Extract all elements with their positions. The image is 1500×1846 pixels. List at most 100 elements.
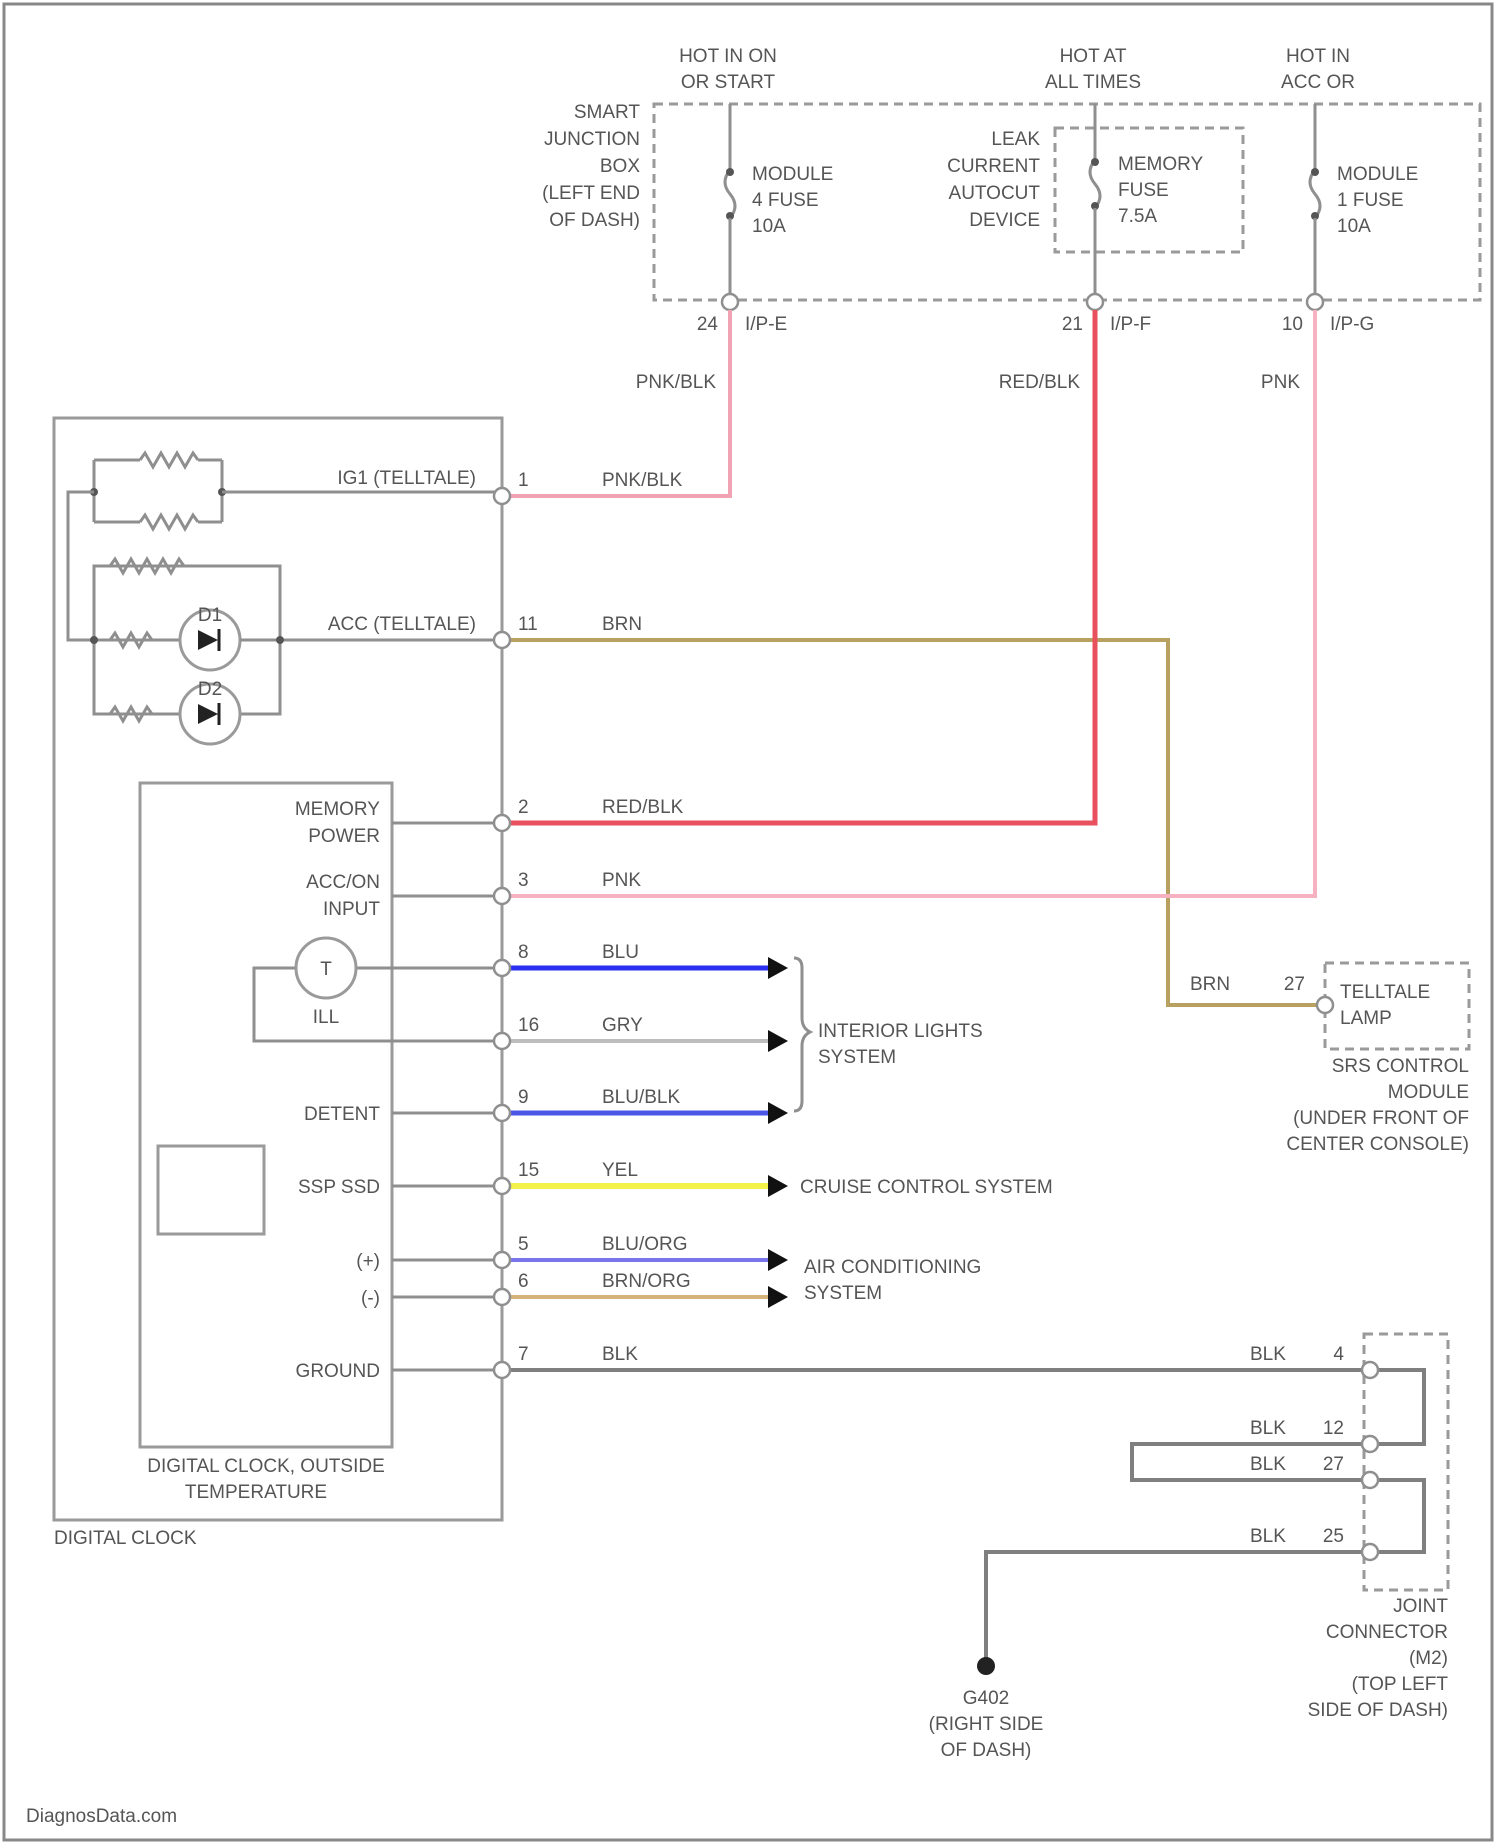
watermark: DiagnosData.com bbox=[26, 1806, 177, 1827]
fuse2-line2: FUSE bbox=[1118, 180, 1169, 201]
ac-label-1: AIR CONDITIONING bbox=[804, 1257, 981, 1278]
joint-pin-4 bbox=[1362, 1362, 1378, 1378]
col2-title-line2: ALL TIMES bbox=[1045, 72, 1141, 93]
memory-power-label-2: POWER bbox=[308, 826, 380, 847]
supply2-wire-label: RED/BLK bbox=[999, 372, 1081, 393]
conn3-name: I/P-G bbox=[1330, 314, 1374, 335]
telltale-lamp-label-1: TELLTALE bbox=[1340, 982, 1430, 1003]
acc-on-label-2: INPUT bbox=[323, 899, 380, 920]
clock-pin-number: 5 bbox=[518, 1234, 529, 1255]
lamp-label: T bbox=[320, 959, 332, 980]
clock-pin-wire-color: PNK bbox=[602, 870, 641, 891]
clock-pin-wire-color: BLU/BLK bbox=[602, 1087, 680, 1108]
supply3-wire-label: PNK bbox=[1261, 372, 1300, 393]
arrow-brn-org bbox=[768, 1286, 788, 1308]
joint-wire-color: BLK bbox=[1250, 1526, 1286, 1547]
joint-pin-12 bbox=[1362, 1436, 1378, 1452]
clock-pin-1 bbox=[494, 488, 510, 504]
minus-label: (-) bbox=[361, 1288, 380, 1309]
clock-pin-5 bbox=[494, 1252, 510, 1268]
interior-bracket bbox=[794, 958, 810, 1111]
joint-wiring bbox=[986, 1370, 1424, 1660]
col1-title-line1: HOT IN ON bbox=[679, 46, 777, 67]
module-pin-labels: MEMORY POWER ACC/ON INPUT T ILL DETENT S… bbox=[295, 799, 381, 1382]
clock-pin-wire-color: BLU bbox=[602, 942, 639, 963]
fuse3-line1: MODULE bbox=[1337, 164, 1418, 185]
jb-line5: OF DASH) bbox=[549, 210, 640, 231]
leak-line1: LEAK bbox=[991, 129, 1040, 150]
col1-title-line2: OR START bbox=[681, 72, 776, 93]
ground-label: GROUND bbox=[296, 1361, 380, 1382]
clock-pin-wire-color: BLU/ORG bbox=[602, 1234, 688, 1255]
clock-pin-11 bbox=[494, 632, 510, 648]
jb-line3: BOX bbox=[600, 156, 640, 177]
clock-pin-wire-color: BRN bbox=[602, 614, 642, 635]
clock-pin-wire-color: RED/BLK bbox=[602, 797, 684, 818]
clock-pin-wire-color: GRY bbox=[602, 1015, 643, 1036]
clock-pin-3 bbox=[494, 888, 510, 904]
ig1-telltale-label: IG1 (TELLTALE) bbox=[337, 468, 476, 489]
joint-label-2: CONNECTOR bbox=[1326, 1622, 1448, 1643]
cruise-control-label: CRUISE CONTROL SYSTEM bbox=[800, 1177, 1053, 1198]
digital-clock-title: DIGITAL CLOCK bbox=[54, 1528, 197, 1549]
clock-pin-2 bbox=[494, 815, 510, 831]
clock-pin-wire-color: BLK bbox=[602, 1344, 638, 1365]
joint-label-3: (M2) bbox=[1409, 1648, 1448, 1669]
wire-arrows bbox=[768, 957, 788, 1308]
fuse1-line1: MODULE bbox=[752, 164, 833, 185]
joint-label-4: (TOP LEFT bbox=[1352, 1674, 1449, 1695]
fuse2-line3: 7.5A bbox=[1118, 206, 1157, 227]
acc-on-label-1: ACC/ON bbox=[306, 872, 380, 893]
clock-pin-number: 11 bbox=[518, 614, 538, 635]
connector-ip-e-pin bbox=[722, 294, 738, 310]
ac-label-2: SYSTEM bbox=[804, 1283, 882, 1304]
clock-pin-7 bbox=[494, 1362, 510, 1378]
srs-wire-label: BRN bbox=[1190, 974, 1230, 995]
arrow-blu-blk bbox=[768, 1102, 788, 1124]
memory-fuse: MEMORY FUSE 7.5A bbox=[1090, 104, 1203, 300]
col2-title-line1: HOT AT bbox=[1060, 46, 1127, 67]
module-4-fuse: MODULE 4 FUSE 10A bbox=[725, 104, 833, 300]
clock-pin-number: 16 bbox=[518, 1015, 539, 1036]
clock-pin-number: 6 bbox=[518, 1271, 529, 1292]
joint-wire-color: BLK bbox=[1250, 1454, 1286, 1475]
fuse1-line3: 10A bbox=[752, 216, 786, 237]
clock-pin-9 bbox=[494, 1105, 510, 1121]
srs-module-label-2: MODULE bbox=[1388, 1082, 1469, 1103]
col3-title-line2: ACC OR bbox=[1281, 72, 1355, 93]
leak-line3: AUTOCUT bbox=[949, 183, 1041, 204]
module-1-fuse: MODULE 1 FUSE 10A bbox=[1310, 104, 1418, 300]
telltale-lamp-box bbox=[1325, 963, 1469, 1049]
arrow-yel bbox=[768, 1175, 788, 1197]
junction-box-label: SMART JUNCTION BOX (LEFT END OF DASH) bbox=[542, 102, 640, 231]
display-box bbox=[158, 1146, 264, 1234]
clock-pin-16 bbox=[494, 1033, 510, 1049]
clock-pin-number: 8 bbox=[518, 942, 529, 963]
clock-pin-15 bbox=[494, 1178, 510, 1194]
clock-pin-number: 3 bbox=[518, 870, 529, 891]
supply1-wire-label: PNK/BLK bbox=[636, 372, 717, 393]
joint-wire-color: BLK bbox=[1250, 1344, 1286, 1365]
clock-pin-number: 7 bbox=[518, 1344, 529, 1365]
memory-power-label-1: MEMORY bbox=[295, 799, 380, 820]
srs-pin bbox=[1317, 997, 1333, 1013]
col3-title-line1: HOT IN bbox=[1286, 46, 1350, 67]
ill-label: ILL bbox=[313, 1007, 339, 1028]
joint-label-1: JOINT bbox=[1393, 1596, 1448, 1617]
conn1-name: I/P-E bbox=[745, 314, 787, 335]
conn3-pin: 10 bbox=[1282, 314, 1303, 335]
connector-ip-g-pin bbox=[1307, 294, 1323, 310]
ground-label-2: (RIGHT SIDE bbox=[929, 1714, 1044, 1735]
joint-wire-color: BLK bbox=[1250, 1418, 1286, 1439]
inner-title-2: TEMPERATURE bbox=[185, 1482, 327, 1503]
clock-pin-wire-color: YEL bbox=[602, 1160, 638, 1181]
clock-pin-number: 1 bbox=[518, 470, 529, 491]
detent-label: DETENT bbox=[304, 1104, 380, 1125]
conn2-pin: 21 bbox=[1062, 314, 1083, 335]
joint-label-5: SIDE OF DASH) bbox=[1308, 1700, 1448, 1721]
joint-pin-25 bbox=[1362, 1544, 1378, 1560]
leak-line2: CURRENT bbox=[947, 156, 1040, 177]
leak-cutoff-label: LEAK CURRENT AUTOCUT DEVICE bbox=[947, 129, 1040, 231]
conn1-pin: 24 bbox=[697, 314, 719, 335]
